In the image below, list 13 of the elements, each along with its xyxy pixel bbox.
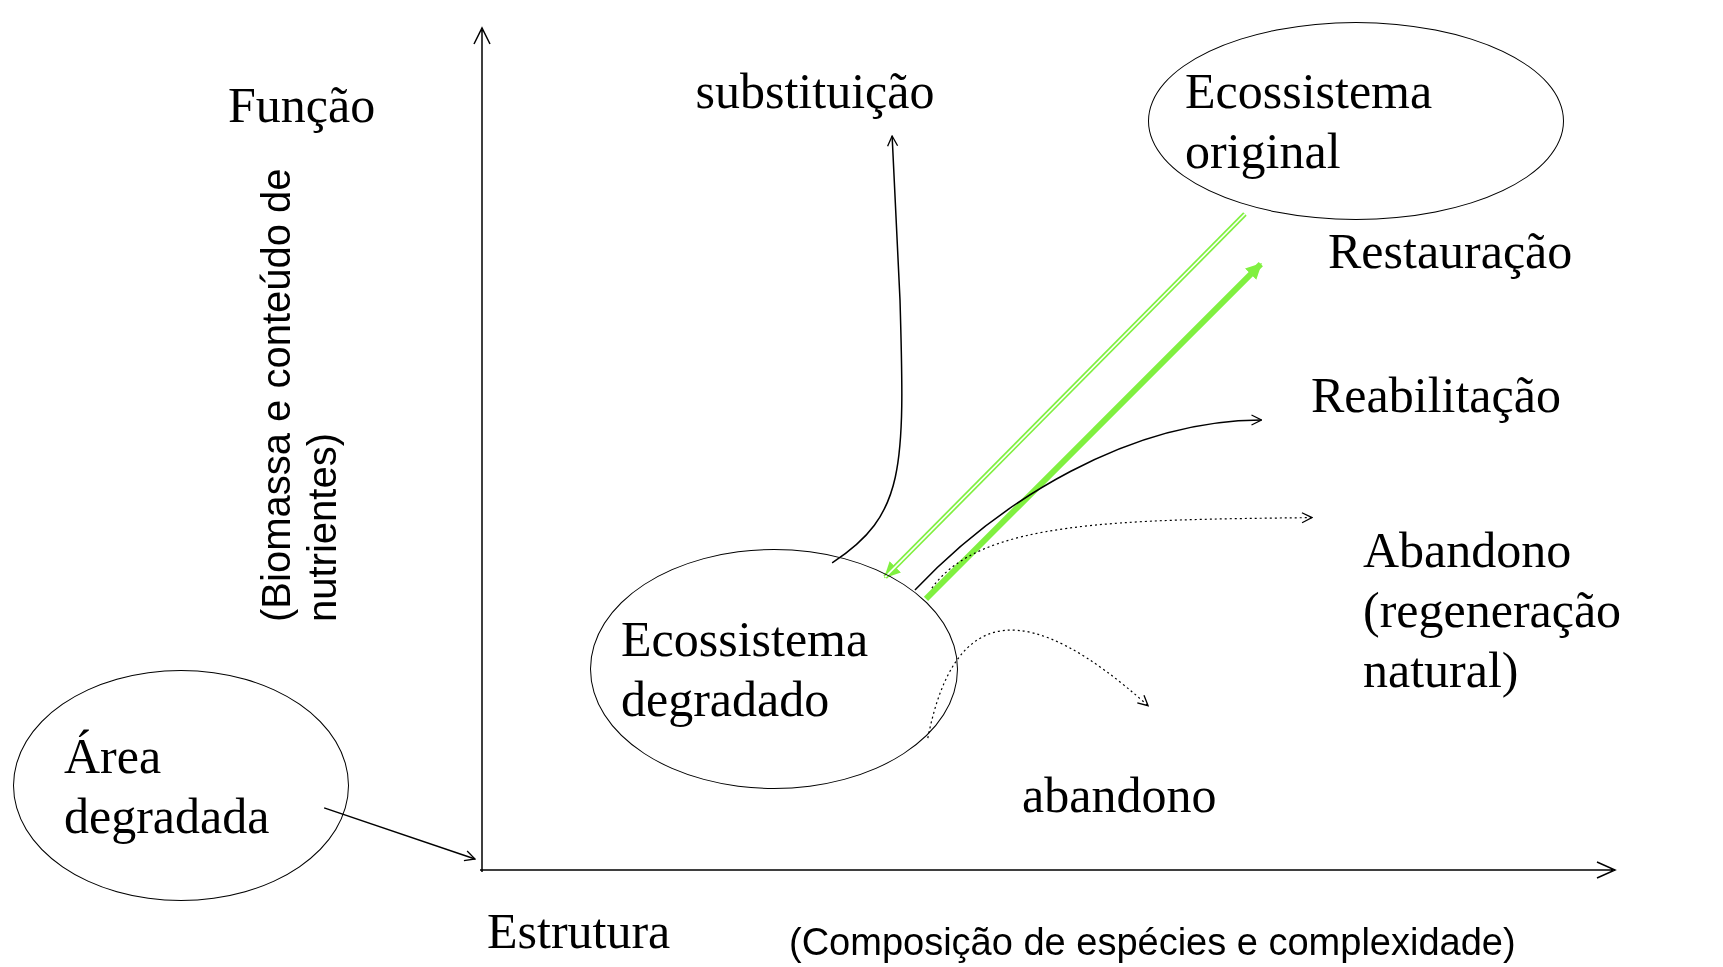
node-text: Área degradada [64,726,271,846]
node-text: substituição [695,62,935,121]
node-text: Abandono (regeneração natural) [1363,521,1623,700]
ellipse-node [13,670,349,901]
axis-label: (Composição de espécies e complexidade) [789,921,1516,965]
node-text: Ecossistema degradado [621,610,870,729]
node-text: Reabilitação [1311,366,1561,425]
axis-label: Função [228,77,376,135]
node-text: Restauração [1328,222,1573,281]
axis-label: Estrutura [487,903,671,961]
node-text: abandono [1022,766,1217,825]
node-text: Ecossistema original [1185,62,1434,181]
axis-label: (Biomassa e conteúdo de nutrientes) [253,167,345,622]
